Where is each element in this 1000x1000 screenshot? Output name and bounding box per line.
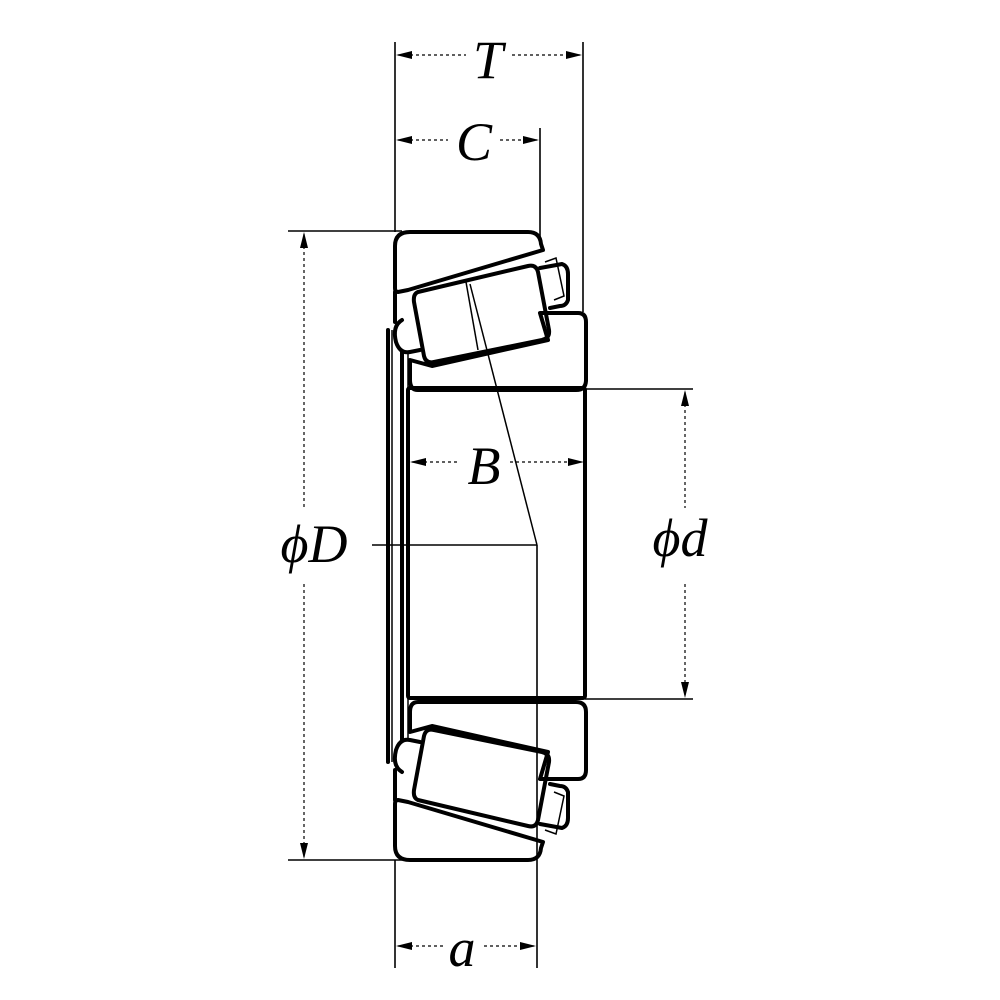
- inner-ring: [386, 311, 588, 781]
- dimension-label-D: ϕD: [281, 514, 348, 574]
- dimension-label-B: B: [468, 436, 501, 496]
- cage: [392, 256, 570, 836]
- dimension-d: ϕd: [653, 390, 709, 698]
- roller-top: [411, 263, 552, 365]
- dimension-label-a: a: [449, 918, 476, 978]
- extension-lines: [288, 42, 693, 968]
- dimension-label-C: C: [456, 112, 493, 172]
- dimension-C: C: [396, 112, 539, 172]
- roller-bottom: [411, 727, 552, 829]
- dimension-B: B: [410, 436, 584, 496]
- dimension-T: T: [396, 30, 582, 90]
- dimension-a: a: [396, 918, 536, 978]
- dimension-D: ϕD: [281, 232, 348, 859]
- dimension-label-T: T: [473, 30, 507, 90]
- load-center-line: [469, 283, 538, 546]
- dimension-label-d: ϕd: [653, 508, 709, 568]
- outer-ring: [393, 230, 545, 862]
